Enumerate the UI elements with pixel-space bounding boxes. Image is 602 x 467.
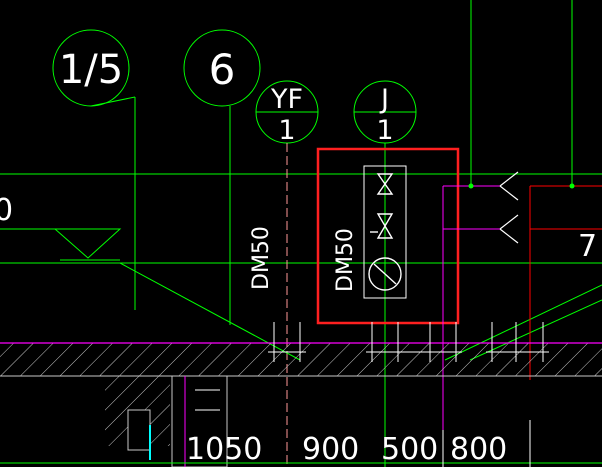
dimension-label: 1050 bbox=[186, 432, 262, 467]
pipe-tag-bottom: 1 bbox=[376, 115, 393, 146]
pipe-tag-top: J bbox=[379, 84, 389, 115]
edge-text-right: 7 bbox=[578, 229, 597, 264]
pipe-tag-j: J 1 bbox=[353, 80, 417, 146]
pipe-junction-dot bbox=[468, 183, 474, 189]
slab-hatch bbox=[0, 343, 602, 376]
dimension-label: 500 bbox=[381, 432, 438, 467]
tap-fitting-icon bbox=[499, 214, 519, 244]
dimension-row: 1050 900 500 800 bbox=[0, 420, 602, 467]
grid-axis-label: 6 bbox=[209, 45, 236, 94]
pipe-tag-top: YF bbox=[270, 84, 303, 115]
dimension-label: 800 bbox=[450, 432, 507, 467]
grid-leader-line bbox=[90, 96, 136, 107]
water-meter-icon bbox=[368, 257, 402, 291]
floor-slab bbox=[0, 342, 602, 467]
pipe-size-label: DM50 bbox=[333, 228, 358, 292]
pipe-junction-dot bbox=[569, 183, 575, 189]
valve-symbol bbox=[363, 165, 407, 299]
grid-bubble bbox=[183, 29, 261, 107]
elevation-triangle-marker bbox=[53, 228, 122, 259]
grid-axis-6: 6 bbox=[183, 29, 261, 325]
beam-section bbox=[127, 409, 151, 451]
gate-valve-icon bbox=[376, 173, 394, 195]
pipe-tag-yf: YF 1 bbox=[255, 80, 319, 146]
pipe-sleeves bbox=[268, 322, 549, 362]
pipe-tag-bottom: 1 bbox=[278, 115, 295, 146]
edge-text-left: 0 bbox=[0, 193, 13, 228]
valve-frame bbox=[363, 165, 407, 299]
grid-axis-1-5: 1/5 bbox=[52, 29, 136, 310]
highlight-box bbox=[316, 147, 460, 325]
wall-outline bbox=[171, 375, 228, 467]
water-meter-needle bbox=[373, 263, 397, 285]
check-valve-icon bbox=[376, 213, 394, 239]
pipe-size-label: DM50 bbox=[249, 226, 274, 290]
tap-fitting-icon bbox=[499, 171, 519, 201]
grid-axis-label: 1/5 bbox=[59, 47, 123, 93]
dimension-label: 900 bbox=[302, 432, 359, 467]
